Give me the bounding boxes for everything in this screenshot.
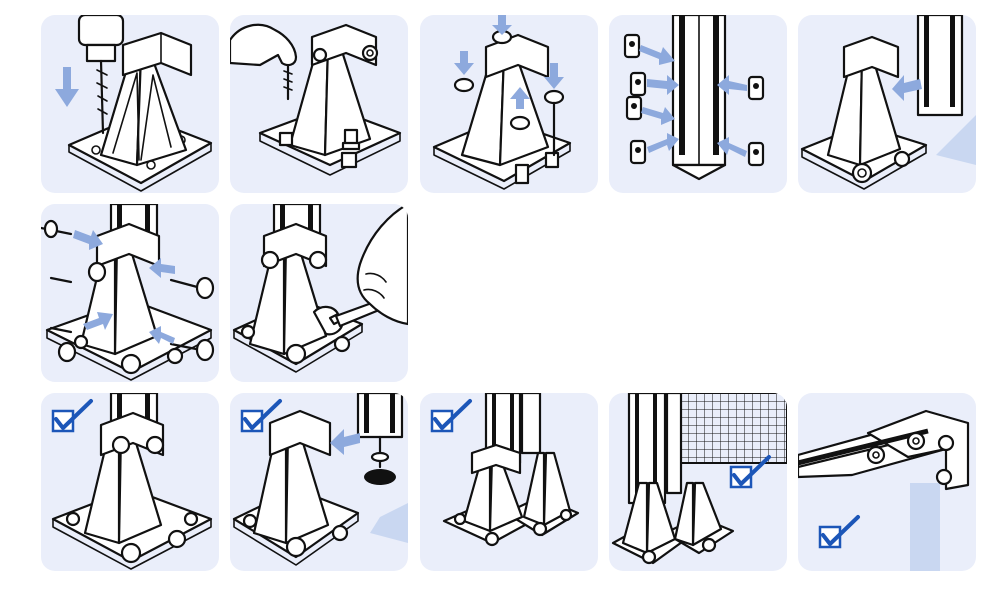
checkbox-checked-icon: [51, 399, 93, 433]
insert-arrow-icon: [717, 75, 747, 95]
insert-arrow-icon: [647, 133, 679, 153]
step-9-leveling-foot-panel: [230, 393, 408, 571]
drill-illustration: [55, 15, 213, 192]
step-12-corner-connector-panel: [798, 393, 976, 571]
down-arrow-icon: [492, 15, 512, 35]
checkbox-checked-icon: [240, 399, 282, 433]
insert-arrow-icon: [73, 230, 103, 250]
step-8-bracket-assembled-panel: [41, 393, 219, 571]
step-3-place-nuts-panel: [420, 15, 598, 193]
insert-arrow-icon: [330, 429, 360, 455]
insert-arrow-icon: [639, 45, 675, 65]
step-11-mesh-panel: [609, 393, 787, 571]
insert-arrow-icon: [149, 326, 175, 344]
down-arrow-icon: [544, 63, 564, 89]
up-arrow-icon: [510, 87, 530, 109]
step-1-drill-panel: [41, 15, 219, 193]
insert-arrow-icon: [149, 258, 175, 278]
step-5-slide-post-panel: [798, 15, 976, 193]
insert-arrow-icon: [892, 75, 922, 101]
step-10-double-post-panel: [420, 393, 598, 571]
step-4-slot-nuts-panel: [609, 15, 787, 193]
checkbox-checked-icon: [430, 399, 472, 433]
insert-arrow-icon: [83, 312, 113, 330]
checkbox-checked-icon: [729, 455, 771, 489]
step-7-tighten-wrench-panel: [230, 204, 408, 382]
checkbox-checked-icon: [818, 515, 860, 549]
insert-arrow-icon: [647, 75, 679, 95]
step-2-insert-screws-panel: [230, 15, 408, 193]
down-arrow-icon: [454, 51, 474, 75]
step-6-insert-bolts-panel: [41, 204, 219, 382]
insert-arrow-icon: [641, 107, 675, 125]
insert-arrow-icon: [717, 137, 747, 157]
down-arrow-icon: [55, 67, 79, 107]
